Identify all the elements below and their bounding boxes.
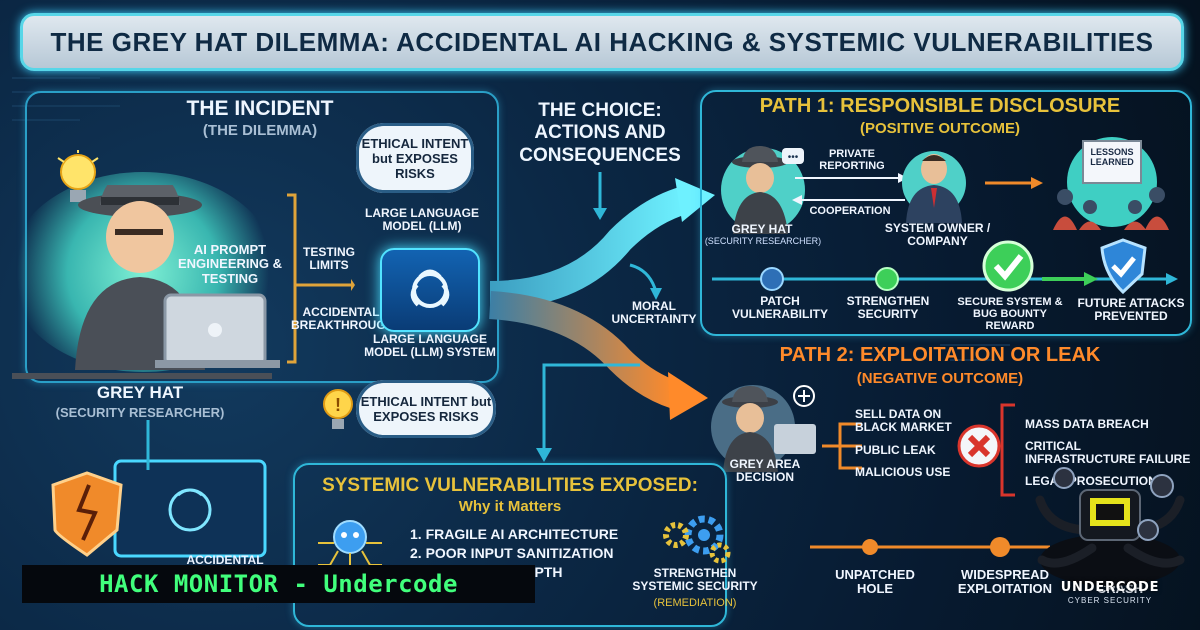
grey-hat-small-figure: ••• xyxy=(721,146,805,234)
path1-grey-hat-label: GREY HAT xyxy=(731,222,793,236)
llm-system-box xyxy=(380,248,480,332)
check-badge-icon xyxy=(982,240,1034,292)
hack-monitor-banner: HACK MONITOR - Undercode xyxy=(22,565,535,603)
grey-hat-sublabel: (SECURITY RESEARCHER) xyxy=(55,405,225,420)
testing-limits-label: TESTING LIMITS xyxy=(302,245,355,273)
grey-area-figure xyxy=(711,385,816,472)
ethical-intent-cloud-top: ETHICAL INTENT but EXPOSES RISKS xyxy=(356,123,474,193)
system-owner-label: SYSTEM OWNER / COMPANY xyxy=(884,221,991,249)
path2-subheading: (NEGATIVE OUTCOME) xyxy=(856,370,1024,387)
svg-text:•••: ••• xyxy=(788,152,799,163)
broken-shield-laptop xyxy=(51,459,267,558)
svg-text:!: ! xyxy=(335,395,341,415)
octopus-mascot-logo xyxy=(1035,467,1185,586)
path1-grey-hat-sublabel: (SECURITY RESEARCHER) xyxy=(704,236,822,246)
grey-hat-label: GREY HAT xyxy=(96,383,184,402)
path1-step-3: SECURE SYSTEM & BUG BOUNTY REWARD xyxy=(957,296,1063,333)
system-owner-figure xyxy=(902,151,966,223)
accidental-breakthrough-label: ACCIDENTAL BREAKTHROUGH xyxy=(291,305,395,333)
choice-heading: THE CHOICE: ACTIONS AND CONSEQUENCES xyxy=(519,100,681,166)
ai-knot-icon xyxy=(410,269,450,308)
path2-chain-2: WIDESPREAD EXPLOITATION xyxy=(957,567,1053,597)
watermark-text: UNDERCODE xyxy=(1060,580,1160,595)
branch-arrows xyxy=(489,178,715,420)
systemic-heading: SYSTEMIC VULNERABILITIES EXPOSED: xyxy=(322,475,698,496)
private-reporting-label: PRIVATE REPORTING xyxy=(819,148,885,173)
options-fork xyxy=(822,422,862,470)
path1-heading: PATH 1: RESPONSIBLE DISCLOSURE xyxy=(759,95,1121,117)
path2-option-2: PUBLIC LEAK xyxy=(855,443,936,457)
remedy-sublabel: (REMEDIATION) xyxy=(653,597,737,609)
reporting-arrows xyxy=(792,173,908,205)
remedy-label: STRENGTHEN SYSTEMIC SECURITY xyxy=(632,566,758,594)
incident-heading: THE INCIDENT xyxy=(186,97,334,120)
moral-uncertainty-label: MORAL UNCERTAINTY xyxy=(611,299,697,327)
ethical-intent-cloud-bottom: ETHICAL INTENT but EXPOSES RISKS xyxy=(356,380,496,438)
grey-area-label: GREY AREA DECISION xyxy=(729,457,801,485)
banner-text: HACK MONITOR - Undercode xyxy=(99,570,458,598)
path1-timeline xyxy=(712,267,1178,291)
lessons-learned-scene xyxy=(1053,137,1169,230)
title-banner: THE GREY HAT DILEMMA: ACCIDENTAL AI HACK… xyxy=(20,13,1184,71)
lightbulb-small-icon: ! xyxy=(323,389,353,429)
path1-step-1: PATCH VULNERABILITY xyxy=(732,294,828,322)
page-title: THE GREY HAT DILEMMA: ACCIDENTAL AI HACK… xyxy=(50,26,1154,57)
path2-option-3: MALICIOUS USE xyxy=(855,465,951,479)
desk xyxy=(12,373,272,379)
systemic-item-1: 1. FRAGILE AI ARCHITECTURE xyxy=(410,526,619,542)
lessons-learned-label: LESSONS LEARNED xyxy=(1090,147,1134,167)
activity-label: AI PROMPT ENGINEERING & TESTING xyxy=(177,242,282,286)
consequence-2: CRITICAL INFRASTRUCTURE FAILURE xyxy=(1025,439,1191,467)
llm-label-bottom: LARGE LANGUAGE MODEL (LLM) SYSTEM xyxy=(364,332,496,360)
path2-heading: PATH 2: EXPLOITATION OR LEAK xyxy=(779,344,1101,366)
ethical-intent-text-top: ETHICAL INTENT but EXPOSES RISKS xyxy=(361,135,469,181)
incident-subheading: (THE DILEMMA) xyxy=(202,122,318,139)
path2-option-1: SELL DATA ON BLACK MARKET xyxy=(855,407,952,435)
gears-icon xyxy=(663,515,731,564)
return-arrow xyxy=(536,363,640,462)
path1-step-2: STRENGTHEN SECURITY xyxy=(846,294,930,322)
systemic-item-2: 2. POOR INPUT SANITIZATION xyxy=(410,545,614,561)
llm-label-top: LARGE LANGUAGE MODEL (LLM) xyxy=(365,206,479,234)
x-badge-icon xyxy=(957,424,1001,468)
consequence-bracket xyxy=(1000,403,1015,497)
consequence-1: MASS DATA BREACH xyxy=(1025,417,1149,431)
vertical-connector xyxy=(146,420,150,470)
path2-chain-line xyxy=(810,537,1050,557)
path1-step-4: FUTURE ATTACKS PREVENTED xyxy=(1077,296,1185,324)
bracket-connector xyxy=(287,193,355,364)
watermark-subtext: CYBER SECURITY xyxy=(1067,596,1153,605)
accidental-partial-label: ACCIDENTAL xyxy=(186,553,264,567)
to-lessons-arrow xyxy=(985,177,1043,189)
lightbulb-icon xyxy=(57,150,99,202)
path1-subheading: (POSITIVE OUTCOME) xyxy=(859,120,1020,137)
ethical-intent-text-bottom: ETHICAL INTENT but EXPOSES RISKS xyxy=(360,394,492,424)
path2-chain-1: UNPATCHED HOLE xyxy=(835,567,915,597)
cooperation-label: COOPERATION xyxy=(809,205,891,217)
grey-hat-character xyxy=(75,185,280,370)
path1-panel xyxy=(700,90,1192,336)
choice-down-arrow xyxy=(593,172,607,220)
shield-check-icon xyxy=(1100,238,1147,294)
systemic-subheading: Why it Matters xyxy=(458,498,562,515)
